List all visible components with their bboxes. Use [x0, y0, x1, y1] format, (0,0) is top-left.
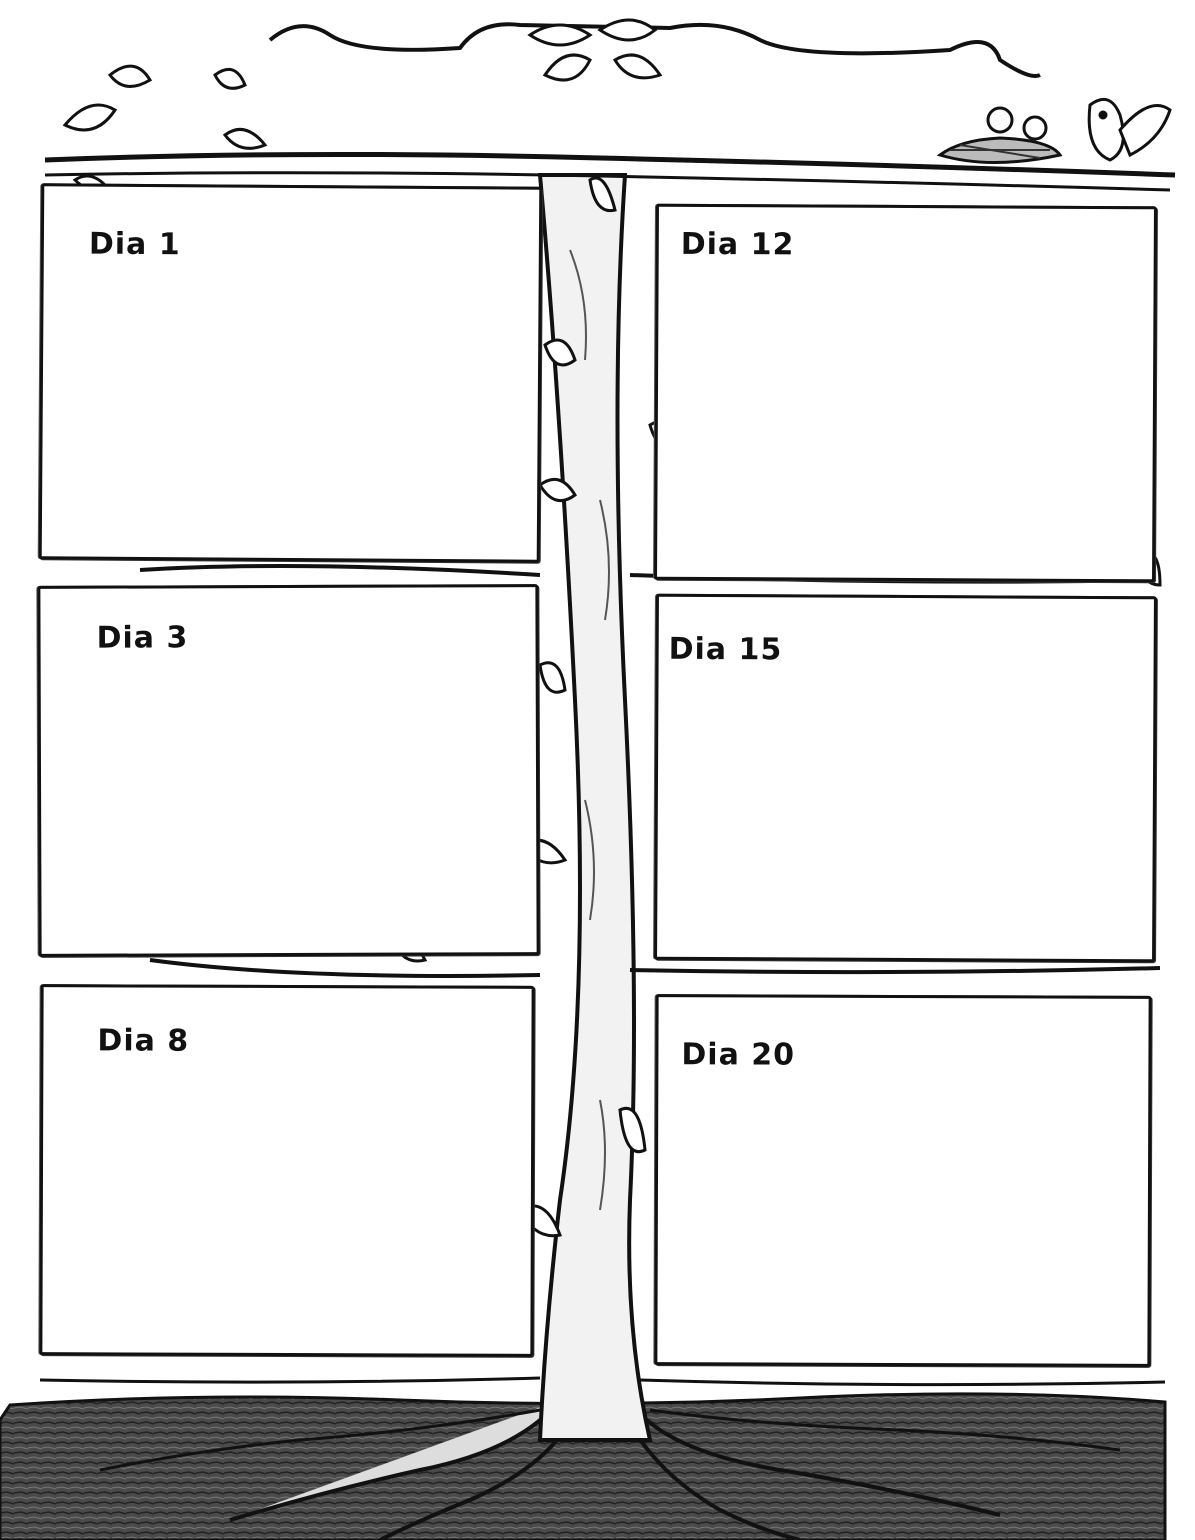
frame-label: Dia 15	[669, 632, 783, 668]
top-banner	[45, 24, 1175, 190]
frame-label: Dia 20	[681, 1037, 795, 1072]
frame-day-8[interactable]: Dia 8	[39, 984, 534, 1357]
frame-label: Dia 1	[89, 227, 181, 263]
frame-day-1[interactable]: Dia 1	[39, 183, 543, 562]
frame-day-3[interactable]: Dia 3	[37, 584, 539, 957]
frame-label: Dia 8	[97, 1023, 189, 1058]
frame-day-15[interactable]: Dia 15	[654, 594, 1157, 963]
frame-day-20[interactable]: Dia 20	[654, 994, 1151, 1367]
nest-icon	[940, 138, 1060, 163]
frame-day-12[interactable]: Dia 12	[654, 204, 1157, 583]
frame-label: Dia 3	[96, 620, 188, 655]
frame-label: Dia 12	[681, 227, 795, 263]
